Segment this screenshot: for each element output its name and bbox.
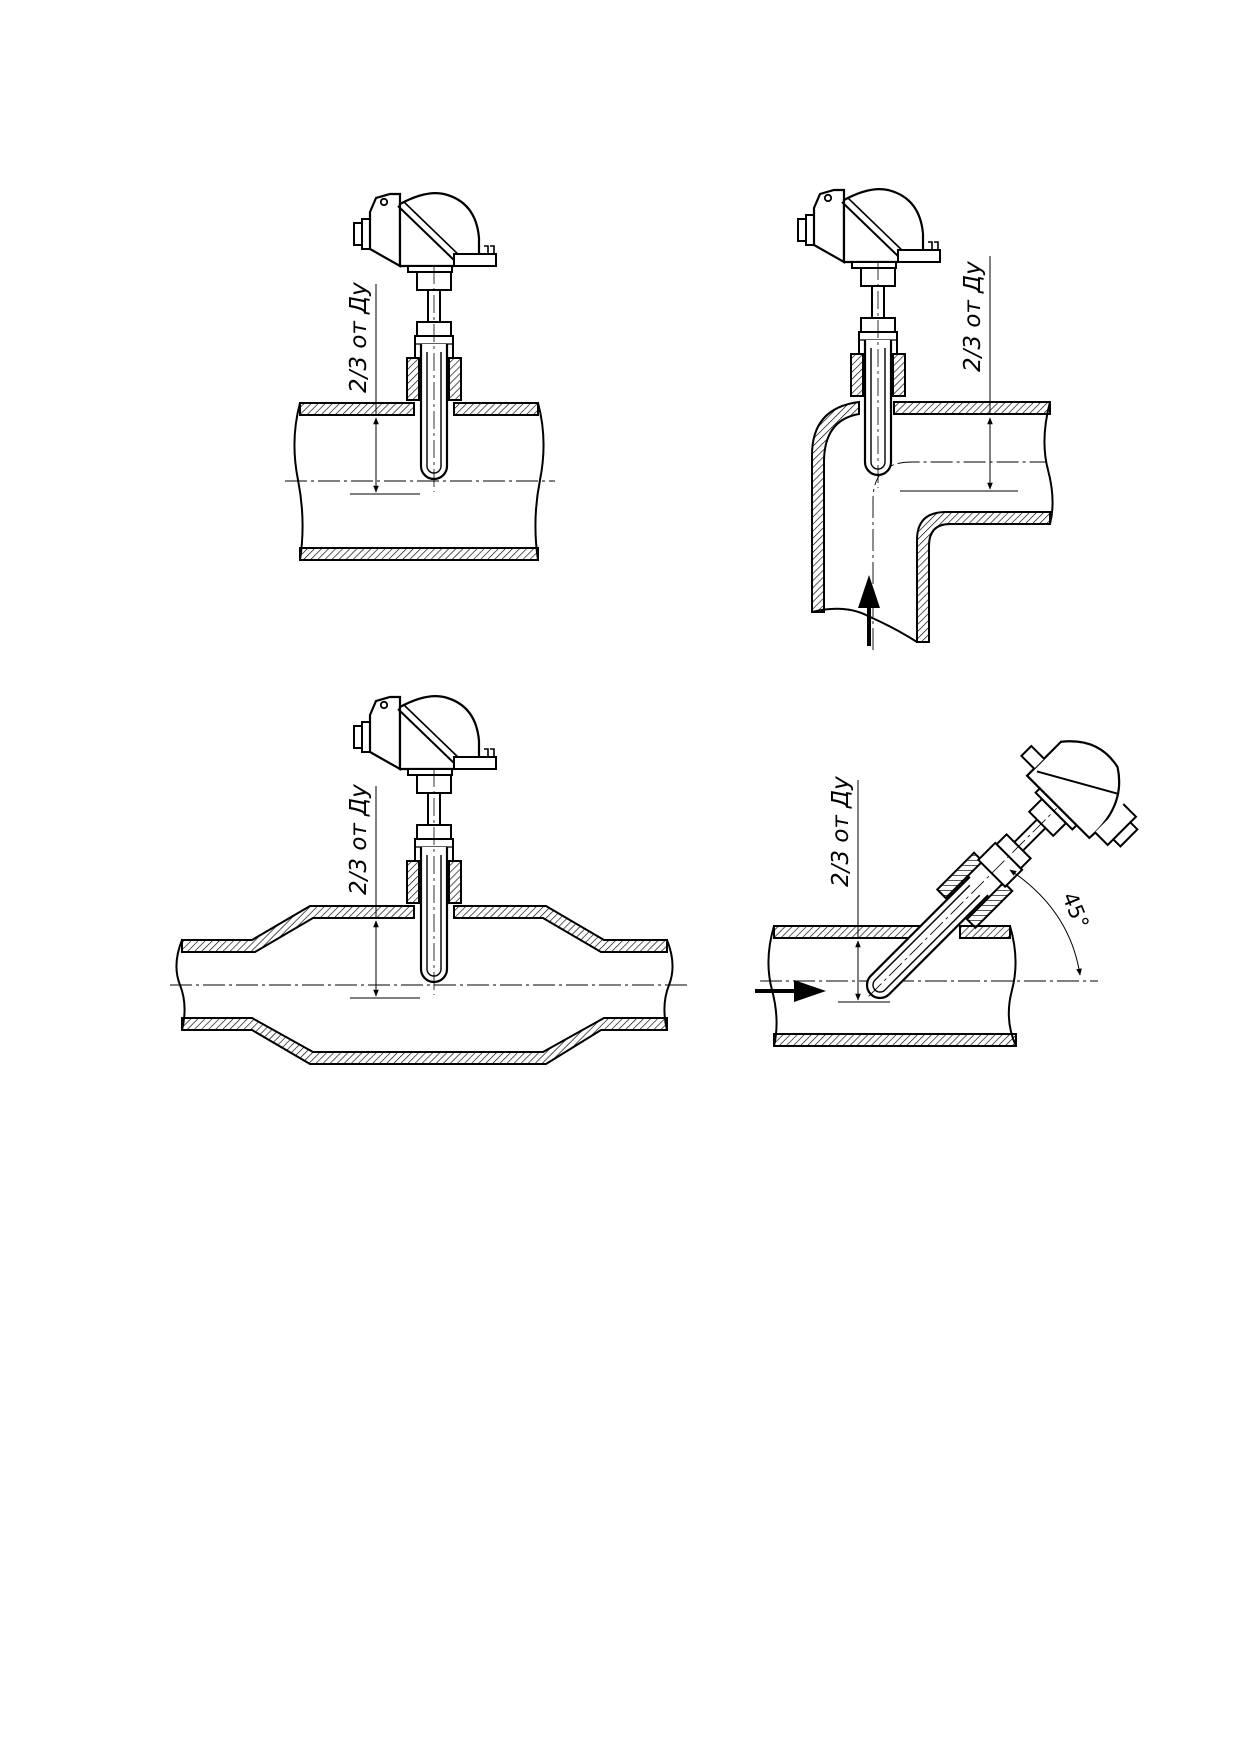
figure-straight-pipe: 2/3 от Ду (285, 192, 555, 561)
dimension-immersion-depth (838, 780, 890, 1003)
depth-label: 2/3 от Ду (828, 776, 854, 887)
temperature-sensor (352, 695, 498, 997)
depth-label: 2/3 от Ду (346, 282, 372, 393)
pipe-straight-angled (760, 925, 1098, 1047)
flow-arrow-up (858, 575, 880, 646)
temperature-sensor (352, 192, 498, 494)
angle-label: 45° (1057, 889, 1093, 933)
figure-angled-install: 2/3 от Ду 45° (755, 740, 1139, 1047)
temperature-sensor-angled (865, 740, 1139, 1000)
pipe-elbow (811, 400, 1054, 650)
angle-dimension (1009, 869, 1082, 976)
depth-label: 2/3 от Ду (346, 784, 372, 895)
pipe-expansion (170, 905, 688, 1065)
figure-elbow-pipe: 2/3 от Ду (796, 188, 1054, 650)
dimension-immersion-depth (350, 284, 420, 495)
pipe-straight (285, 402, 555, 561)
dimension-immersion-depth (350, 786, 420, 999)
figure-expansion-pipe: 2/3 от Ду (170, 695, 688, 1065)
depth-label: 2/3 от Ду (960, 261, 986, 372)
dimension-immersion-depth (900, 256, 1018, 492)
flow-arrow-right (755, 980, 826, 1002)
